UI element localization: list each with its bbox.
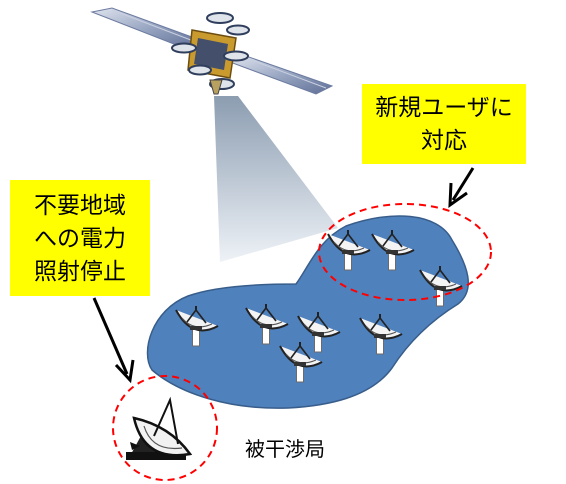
callout-line: 新規ユーザに	[375, 95, 513, 121]
satellite-icon	[90, 7, 334, 95]
interfered-station-label: 被干渉局	[245, 437, 325, 461]
coverage-beam	[214, 96, 338, 262]
interference-highlight	[112, 375, 218, 481]
callout-line: 不要地域	[34, 193, 126, 219]
large-dish-antenna-icon	[126, 396, 193, 460]
callout-line: 照射停止	[34, 259, 126, 285]
new-users-highlight	[318, 203, 492, 301]
new-users-callout: 新規ユーザに 対応	[362, 84, 526, 164]
arrow-icon	[92, 297, 135, 384]
callout-line: への電力	[34, 226, 126, 252]
stop-power-callout: 不要地域 への電力 照射停止	[10, 180, 150, 296]
callout-line: 対応	[421, 128, 467, 154]
arrow-icon	[448, 167, 475, 208]
service-region	[146, 215, 469, 409]
